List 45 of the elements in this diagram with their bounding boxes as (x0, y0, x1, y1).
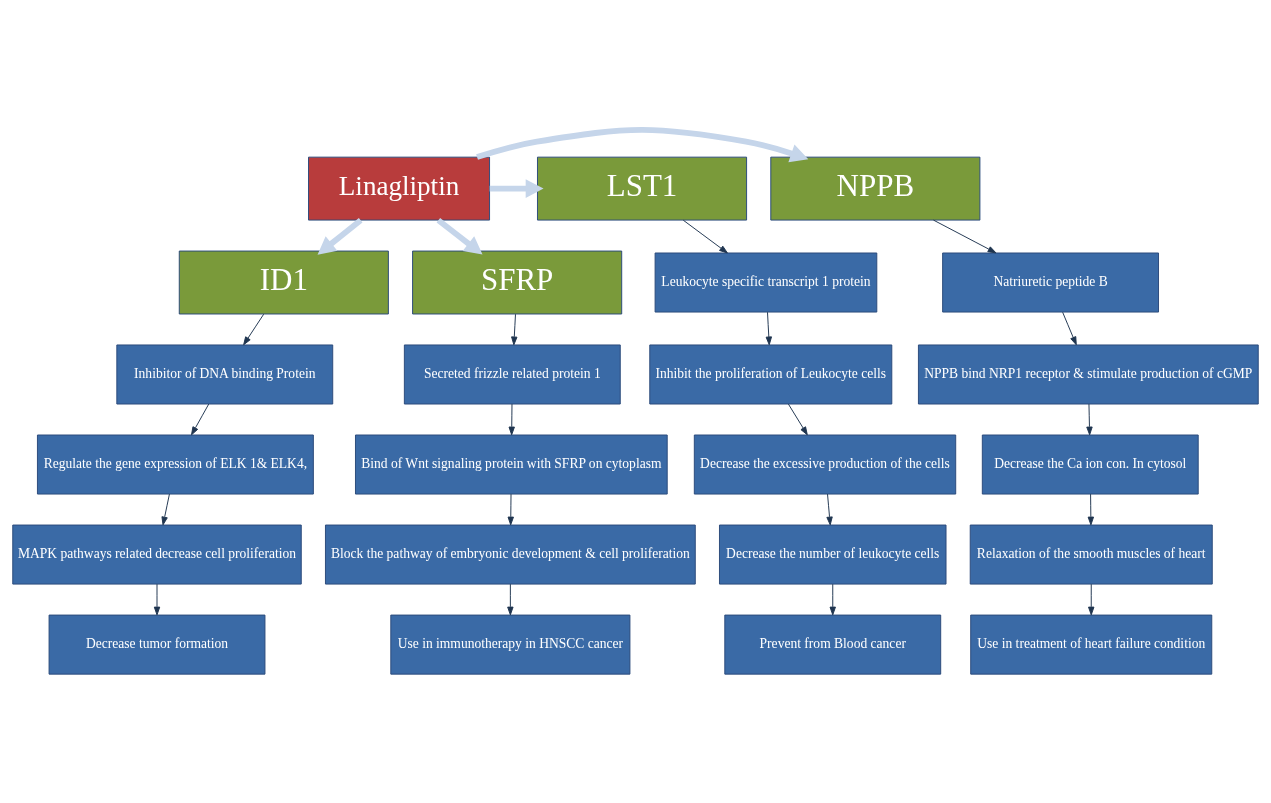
node-box: Prevent from Blood cancer (724, 614, 942, 675)
node-box: ID1 (178, 250, 389, 314)
node-box: Block the pathway of embryonic development & cell proliferation (324, 524, 696, 585)
node-box: MAPK pathways related decrease cell proliferation (12, 524, 302, 585)
node-box: Decrease the Ca ion con. In cytosol (981, 434, 1199, 495)
arrow (317, 217, 363, 255)
arrow (765, 311, 773, 345)
arrow (507, 583, 514, 615)
arrow (682, 219, 728, 253)
node-box: Bind of Wnt signaling protein with SFRP on cytoplasm (355, 434, 668, 495)
node-box: NPPB bind NRP1 receptor & stimulate production of cGMP (917, 344, 1259, 404)
node-box: Leukocyte specific transcript 1 protein (654, 252, 878, 313)
node-box: Natriuretic peptide B (942, 252, 1159, 313)
arrow (829, 583, 836, 615)
node-box: Decrease the excessive production of the cells (693, 434, 957, 495)
arrow (489, 178, 544, 198)
node-box: Decrease the number of leukocyte cells (719, 524, 947, 585)
node-box: Inhibitor of DNA binding Protein (116, 344, 334, 404)
arrow (1086, 403, 1093, 435)
arrow (476, 126, 809, 162)
node-box: Use in treatment of heart failure condition (970, 614, 1213, 675)
node-box: Decrease tumor formation (48, 614, 266, 675)
node-box: Linagliptin (308, 156, 491, 221)
arrow (1062, 311, 1077, 345)
arrow (932, 219, 997, 253)
node-box: SFRP (412, 250, 623, 314)
node-box: LST1 (537, 156, 748, 221)
arrow (161, 493, 170, 525)
node-box: Inhibit the proliferation of Leukocyte cells (649, 344, 893, 404)
arrow (153, 583, 161, 615)
arrow (1087, 493, 1095, 525)
node-box: Relaxation of the smooth muscles of heart (969, 524, 1213, 585)
node-box: Use in immunotherapy in HNSCC cancer (390, 614, 631, 675)
arrow (436, 217, 483, 255)
arrow (826, 493, 833, 525)
arrow (787, 403, 808, 435)
arrow (1088, 583, 1095, 615)
node-box: NPPB (770, 156, 981, 221)
arrow (507, 493, 514, 525)
node-box: Regulate the gene expression of ELK 1& ELK4, (36, 434, 314, 495)
arrow (508, 403, 515, 435)
arrow (511, 313, 518, 345)
node-box: Secreted frizzle related protein 1 (403, 344, 621, 404)
arrow (191, 403, 210, 435)
arrow (243, 313, 265, 345)
